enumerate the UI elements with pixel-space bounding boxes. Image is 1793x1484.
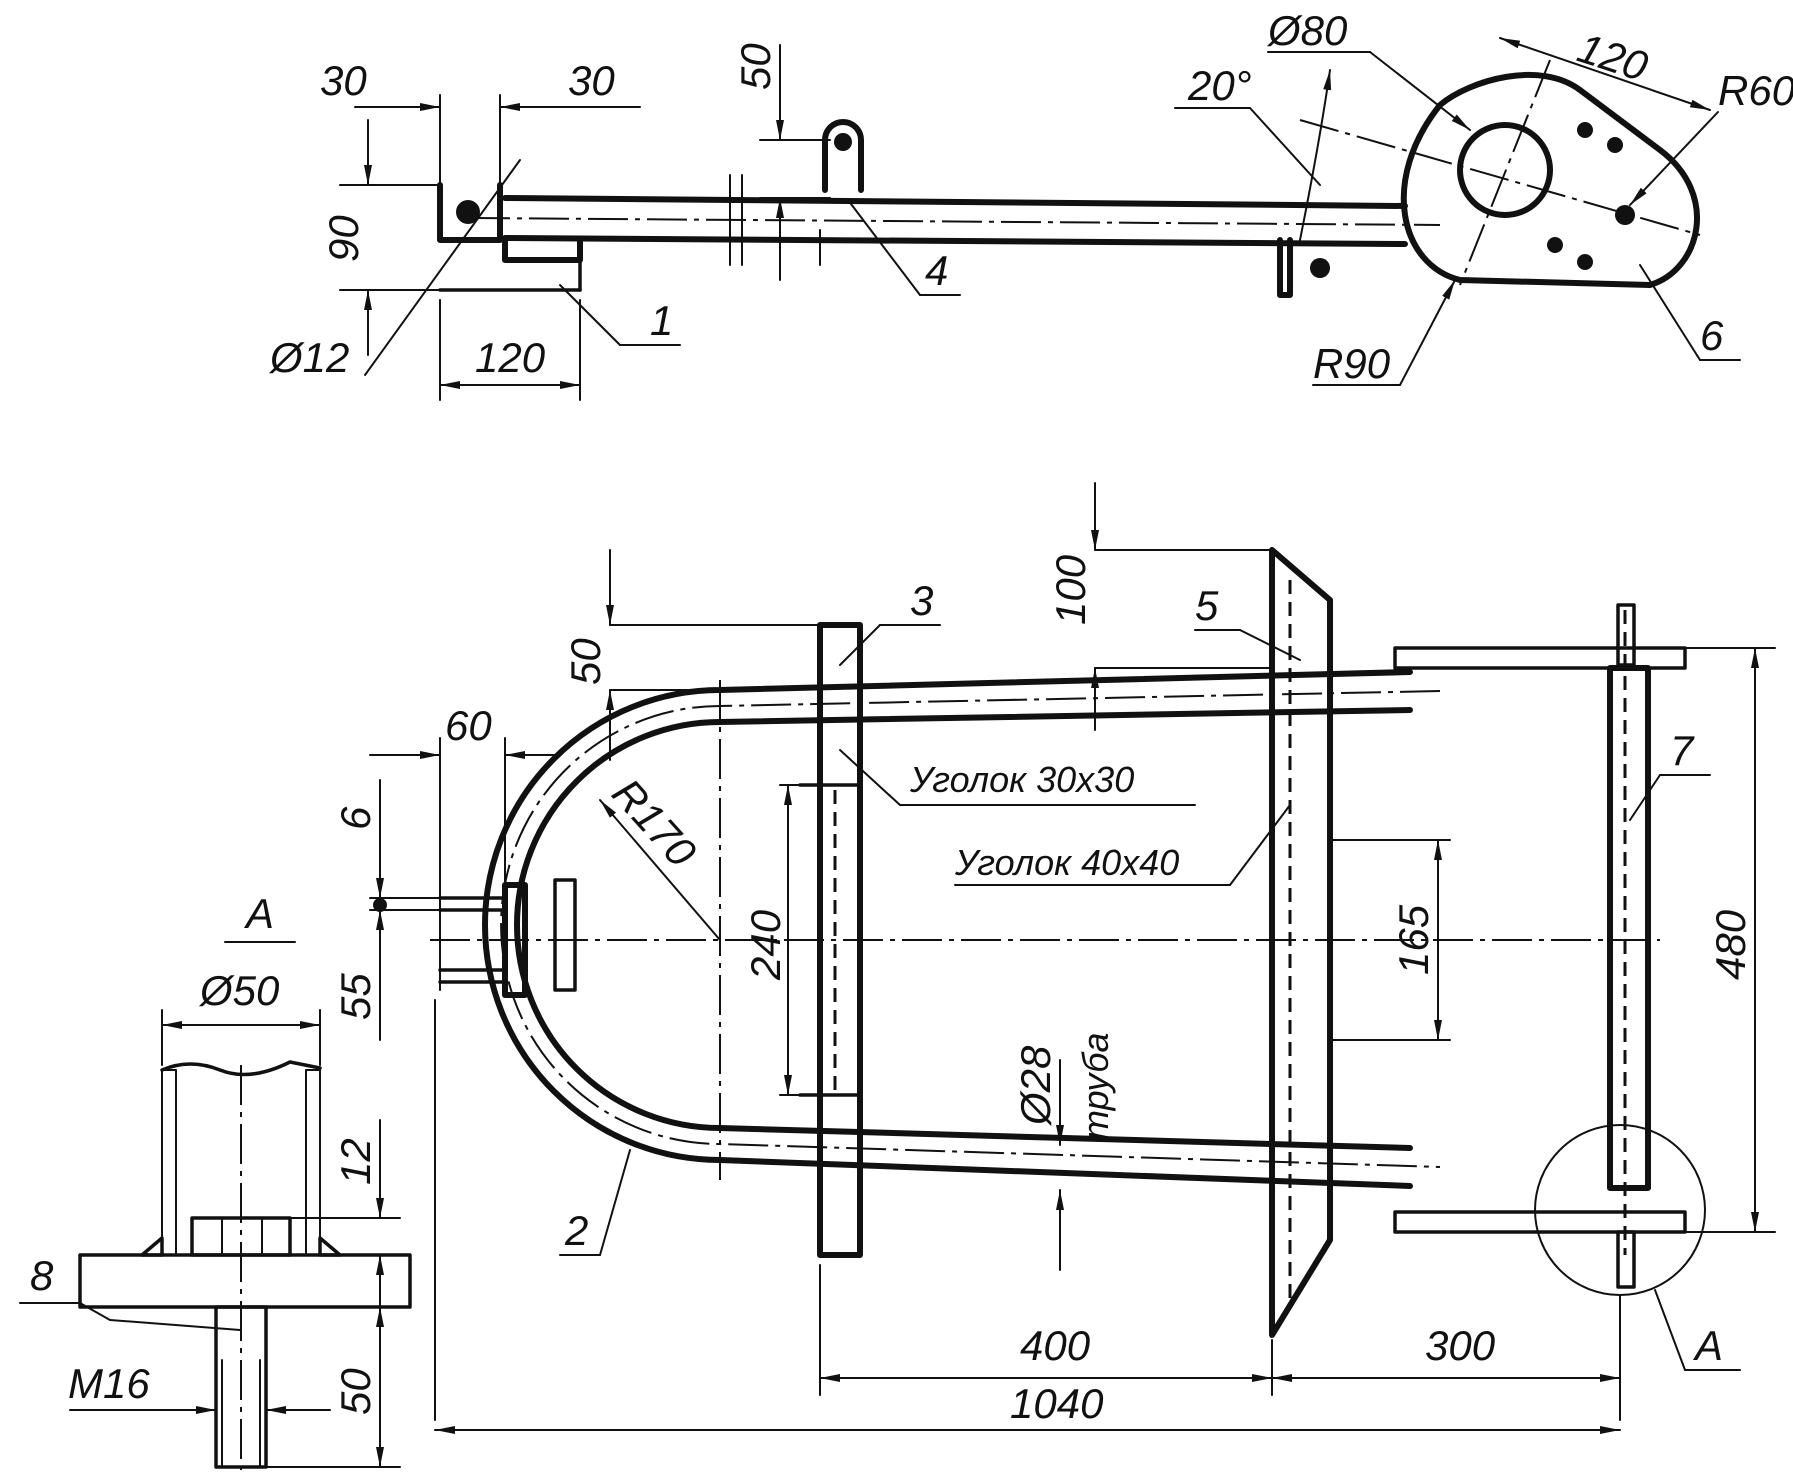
dim-55: 55 (332, 973, 379, 1020)
dim-r60: R60 (1718, 67, 1793, 114)
part-number-5: 5 (1195, 582, 1219, 629)
hub-80 (1457, 122, 1553, 218)
dim-50-bolt: 50 (332, 1368, 379, 1415)
angle-beam-part-5 (1269, 547, 1333, 1338)
part-number-4: 4 (925, 247, 948, 294)
side-view: 30 30 90 Ø12 120 50 Ø80 20° 120 R60 R90 (268, 7, 1793, 401)
part-number-2: 2 (564, 1207, 588, 1254)
bolt-hole-12 (456, 200, 480, 224)
u-tube-outer (482, 669, 1413, 1189)
detail-a: А Ø50 12 50 M16 8 (19, 890, 412, 1470)
part-number-7: 7 (1670, 727, 1695, 774)
section-label-a: А (243, 890, 274, 937)
side-tube-centerline (469, 217, 1441, 226)
dim-120-top: 120 (1572, 24, 1654, 91)
bolt-head (190, 1216, 292, 1257)
label-angle-40: Уголок 40х40 (954, 842, 1179, 883)
dim-100: 100 (1047, 554, 1094, 625)
part-number-6: 6 (1700, 312, 1724, 359)
dim-30-left: 30 (320, 57, 367, 104)
dim-12: Ø12 (268, 334, 349, 381)
bracket-part-7 (1607, 665, 1651, 1191)
dim-r90: R90 (1313, 340, 1391, 387)
dim-90: 90 (320, 215, 367, 262)
dim-diameter-80: Ø80 (1266, 7, 1348, 54)
label-pipe: труба (1075, 1033, 1116, 1140)
u-tube-inner (514, 707, 1413, 1151)
hatched-plate (78, 1253, 412, 1309)
dim-50-plan: 50 (562, 638, 609, 685)
lug-part-4 (822, 119, 864, 193)
dim-240: 240 (742, 909, 789, 981)
dim-50-top: 50 (732, 43, 779, 90)
dim-diameter-28: Ø28 (1012, 1045, 1059, 1127)
dim-480: 480 (1707, 909, 1754, 980)
bracket-part-1 (437, 182, 503, 243)
front-bracket (502, 882, 528, 998)
dim-12-detail: 12 (332, 1138, 379, 1185)
part-number-8: 8 (30, 1252, 54, 1299)
side-tube-top-edge (502, 195, 1408, 209)
dim-m16: M16 (68, 1360, 150, 1407)
dim-60: 60 (445, 702, 492, 749)
plan-view: 50 100 60 6 55 R170 240 165 480 (332, 482, 1776, 1434)
clamp-bracket (1277, 237, 1293, 298)
dim-30-right: 30 (568, 57, 615, 104)
part-number-1: 1 (650, 297, 673, 344)
bracket-flange (502, 237, 583, 263)
part-number-3: 3 (910, 577, 933, 624)
plate-part-3 (817, 622, 863, 1258)
dim-1040: 1040 (1010, 1380, 1104, 1427)
bolt-shank-m16 (214, 1305, 268, 1469)
dim-120-bottom: 120 (475, 334, 546, 381)
dim-400: 400 (1020, 1322, 1091, 1369)
side-tube-bottom-edge (502, 235, 1408, 247)
rear-strip-top (1393, 646, 1687, 670)
rear-strip-bottom (1393, 1210, 1687, 1234)
view-label-a: А (1692, 1322, 1723, 1369)
detail-circle-a (1534, 1124, 1706, 1296)
bolt-stars (1547, 122, 1623, 270)
label-angle-30: Уголок 30х30 (909, 759, 1134, 800)
dim-diameter-50: Ø50 (198, 967, 280, 1014)
dim-300: 300 (1425, 1322, 1496, 1369)
dim-165: 165 (1390, 904, 1437, 975)
dim-6: 6 (332, 806, 379, 830)
dim-angle-20: 20° (1187, 62, 1252, 109)
